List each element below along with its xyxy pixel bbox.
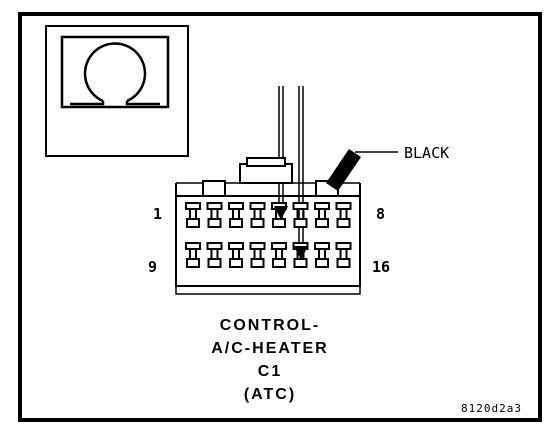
cavity-1 [185, 202, 201, 228]
connector-title-line-1: CONTROL- [220, 317, 320, 334]
connector-c1 [175, 157, 361, 295]
cavity-grid [185, 202, 352, 268]
connector-color-label: BLACK [404, 144, 449, 162]
pin-label-8: 8 [376, 205, 385, 223]
cavity-13 [271, 242, 287, 268]
probe-tip-right [294, 246, 308, 260]
inset-box [45, 25, 189, 157]
cavity-6 [292, 202, 309, 228]
latch-left [202, 180, 226, 197]
cavity-3 [228, 202, 244, 228]
inset-window [60, 35, 170, 109]
connector-title-line-2: A/C-HEATER [211, 340, 328, 357]
cavity-7 [314, 202, 330, 228]
terminal-tail-right [125, 101, 160, 106]
cavity-8 [335, 202, 352, 228]
pin-label-9: 9 [148, 258, 157, 276]
terminal-loop-icon [83, 42, 147, 103]
color-arrow-icon [326, 149, 361, 191]
cavity-11 [228, 242, 244, 268]
cavity-15 [314, 242, 330, 268]
outer-frame [18, 12, 542, 422]
cavity-12 [249, 242, 266, 268]
terminal-tail-left [70, 101, 105, 106]
cavity-9 [185, 242, 201, 268]
cavity-16 [335, 242, 352, 268]
locking-tab-cap [246, 157, 286, 167]
cavity-2 [206, 202, 223, 228]
connector-title-line-3: C1 [258, 363, 282, 380]
pin-label-16: 16 [372, 258, 390, 276]
cavity-4 [249, 202, 266, 228]
connector-housing [175, 195, 361, 287]
connector-title-line-4: (ATC) [244, 386, 296, 403]
pin-label-1: 1 [153, 205, 162, 223]
terminal-inset [45, 25, 189, 157]
housing-lip [175, 285, 361, 295]
probe-tip-left [274, 206, 288, 220]
figure-code: 8120d2a3 [461, 402, 522, 415]
cavity-10 [206, 242, 223, 268]
